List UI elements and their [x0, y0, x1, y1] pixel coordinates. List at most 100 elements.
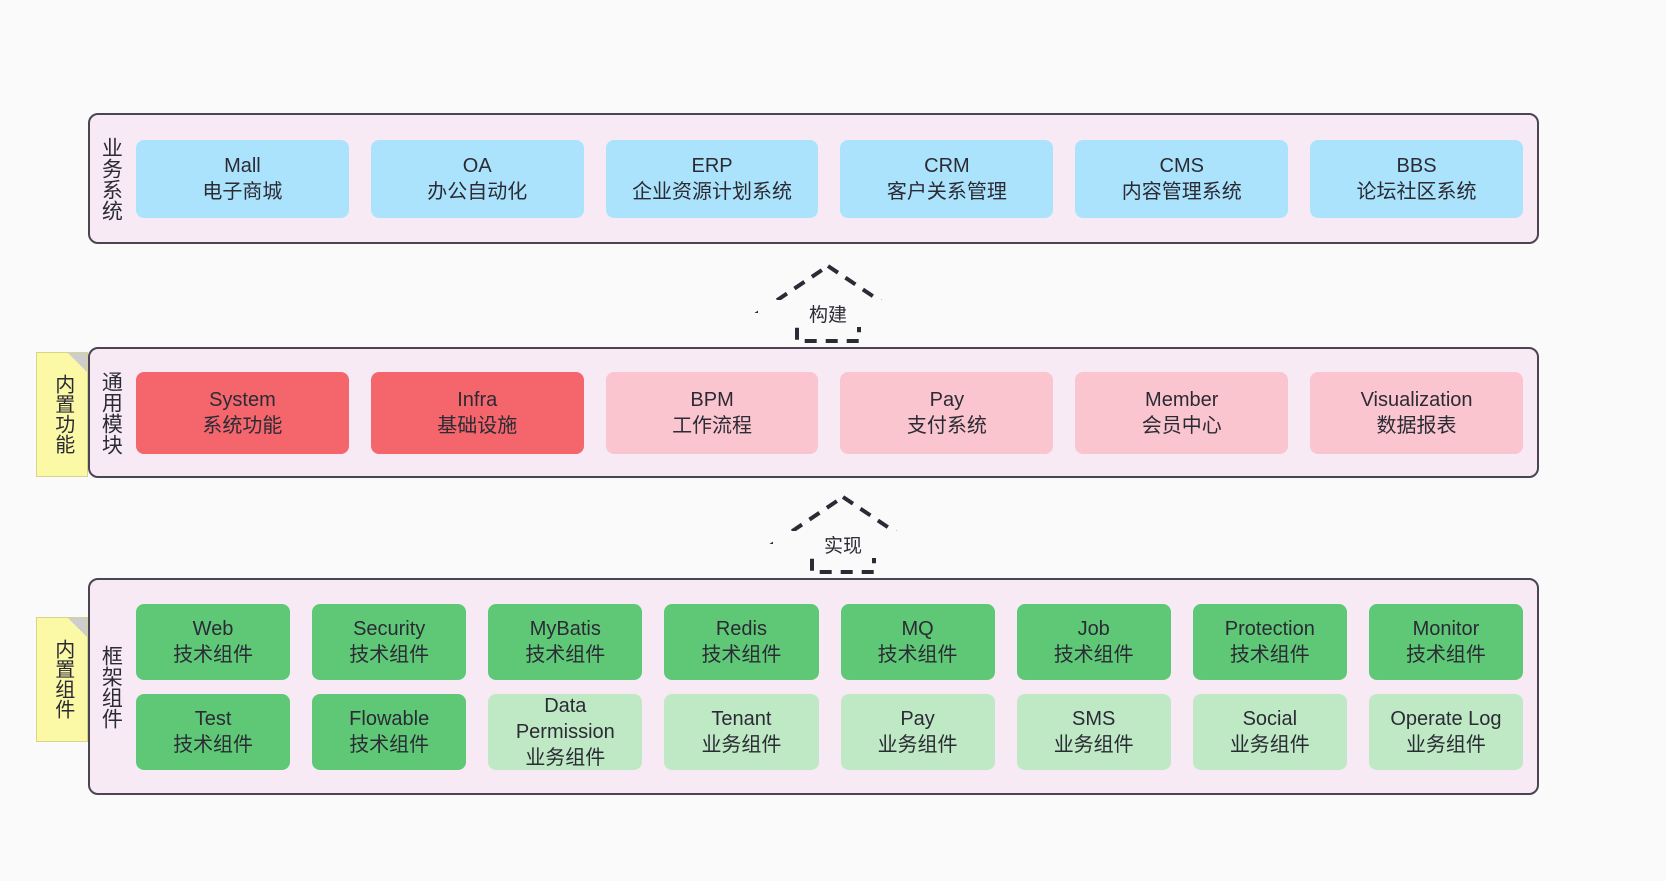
node-bpm[interactable]: BPM 工作流程	[605, 371, 819, 454]
arrow-build: 构建	[754, 263, 902, 343]
layer-body-common-module: System 系统功能 Infra 基础设施 BPM 工作流程 Pay 支付系统…	[130, 349, 1537, 476]
node-row: System 系统功能 Infra 基础设施 BPM 工作流程 Pay 支付系统…	[136, 371, 1523, 454]
node-row: Web 技术组件 Security 技术组件 MyBatis 技术组件 Redi…	[136, 603, 1523, 680]
node-subtitle: 技术组件	[701, 643, 782, 666]
node-title: Web	[192, 617, 234, 640]
node-subtitle: 技术组件	[1229, 643, 1310, 666]
note-builtin-component: 内置组件	[36, 617, 88, 742]
layer-body-framework-component: Web 技术组件 Security 技术组件 MyBatis 技术组件 Redi…	[130, 580, 1537, 793]
node-mq[interactable]: MQ 技术组件	[840, 603, 995, 680]
node-pay[interactable]: Pay 支付系统	[840, 371, 1054, 454]
node-title: Pay	[929, 388, 965, 411]
node-data-permission[interactable]: Data Permission 业务组件	[488, 693, 643, 770]
node-title: Job	[1077, 617, 1110, 640]
node-visualization[interactable]: Visualization 数据报表	[1310, 371, 1523, 454]
node-subtitle: 技术组件	[1405, 643, 1486, 666]
node-subtitle: 技术组件	[173, 643, 254, 666]
node-infra[interactable]: Infra 基础设施	[370, 371, 584, 454]
node-subtitle: 技术组件	[877, 643, 958, 666]
node-title: ERP	[691, 154, 733, 177]
node-subtitle: 支付系统	[906, 414, 987, 437]
node-crm[interactable]: CRM 客户关系管理	[840, 139, 1054, 218]
node-monitor[interactable]: Monitor 技术组件	[1368, 603, 1523, 680]
note-label: 内置组件	[51, 638, 74, 719]
layer-body-business-system: Mall 电子商城 OA 办公自动化 ERP 企业资源计划系统 CRM 客户关系…	[130, 115, 1537, 242]
node-subtitle: 内容管理系统	[1121, 180, 1242, 203]
node-cms[interactable]: CMS 内容管理系统	[1075, 139, 1289, 218]
node-title: Operate Log	[1390, 707, 1502, 730]
layer-title-common-module: 通用模块	[99, 370, 123, 455]
node-title: Redis	[715, 617, 767, 640]
node-title: Pay	[900, 707, 935, 730]
node-subtitle: 电子商城	[202, 180, 283, 203]
node-security[interactable]: Security 技术组件	[312, 603, 467, 680]
layer-framework-component: 框架组件 Web 技术组件 Security 技术组件 MyBatis 技术组件…	[88, 578, 1539, 795]
node-title: MyBatis	[529, 617, 601, 640]
node-subtitle: 业务组件	[1229, 733, 1310, 756]
node-subtitle: 基础设施	[437, 414, 518, 437]
node-pay-component[interactable]: Pay 业务组件	[840, 693, 995, 770]
node-title: Data Permission	[515, 694, 615, 743]
node-protection[interactable]: Protection 技术组件	[1192, 603, 1347, 680]
node-subtitle: 办公自动化	[427, 180, 528, 203]
node-title: Social	[1242, 707, 1298, 730]
node-subtitle: 业务组件	[1053, 733, 1134, 756]
node-subtitle: 技术组件	[525, 643, 606, 666]
node-title: BBS	[1396, 154, 1437, 177]
node-subtitle: 业务组件	[1405, 733, 1486, 756]
node-erp[interactable]: ERP 企业资源计划系统	[605, 139, 819, 218]
node-subtitle: 技术组件	[1053, 643, 1134, 666]
node-subtitle: 系统功能	[202, 414, 283, 437]
node-bbs[interactable]: BBS 论坛社区系统	[1310, 139, 1523, 218]
node-subtitle: 论坛社区系统	[1356, 180, 1477, 203]
node-subtitle: 业务组件	[701, 733, 782, 756]
note-builtin-function: 内置功能	[36, 352, 88, 477]
node-title: Flowable	[349, 707, 430, 730]
node-member[interactable]: Member 会员中心	[1075, 371, 1289, 454]
node-sms[interactable]: SMS 业务组件	[1016, 693, 1171, 770]
node-row: Mall 电子商城 OA 办公自动化 ERP 企业资源计划系统 CRM 客户关系…	[136, 139, 1523, 218]
node-subtitle: 工作流程	[672, 414, 753, 437]
node-test[interactable]: Test 技术组件	[136, 693, 291, 770]
node-system[interactable]: System 系统功能	[136, 371, 349, 454]
node-redis[interactable]: Redis 技术组件	[664, 603, 819, 680]
node-mall[interactable]: Mall 电子商城	[136, 139, 349, 218]
node-social[interactable]: Social 业务组件	[1192, 693, 1347, 770]
note-fold-corner-icon	[68, 353, 87, 372]
node-mybatis[interactable]: MyBatis 技术组件	[488, 603, 643, 680]
node-title: Protection	[1224, 617, 1315, 640]
node-job[interactable]: Job 技术组件	[1016, 603, 1171, 680]
node-subtitle: 技术组件	[349, 643, 430, 666]
node-oa[interactable]: OA 办公自动化	[370, 139, 584, 218]
node-title: Monitor	[1412, 617, 1480, 640]
node-title: Test	[194, 707, 232, 730]
node-web[interactable]: Web 技术组件	[136, 603, 291, 680]
node-title: Infra	[457, 388, 498, 411]
node-title: SMS	[1072, 707, 1116, 730]
node-title: Mall	[224, 154, 261, 177]
node-subtitle: 数据报表	[1376, 414, 1457, 437]
node-flowable[interactable]: Flowable 技术组件	[312, 693, 467, 770]
node-subtitle: 业务组件	[877, 733, 958, 756]
node-title: OA	[462, 154, 492, 177]
node-subtitle: 企业资源计划系统	[632, 180, 793, 203]
node-tenant[interactable]: Tenant 业务组件	[664, 693, 819, 770]
layer-common-module: 通用模块 System 系统功能 Infra 基础设施 BPM 工作流程 Pay…	[88, 347, 1539, 478]
node-title: Visualization	[1360, 388, 1473, 411]
node-subtitle: 技术组件	[173, 733, 254, 756]
layer-title-business-system: 业务系统	[99, 136, 123, 221]
node-subtitle: 会员中心	[1141, 414, 1222, 437]
arrow-implement: 实现	[769, 494, 917, 574]
layer-business-system: 业务系统 Mall 电子商城 OA 办公自动化 ERP 企业资源计划系统 CRM…	[88, 113, 1539, 244]
node-subtitle: 客户关系管理	[886, 180, 1007, 203]
layer-title-framework-component: 框架组件	[99, 644, 123, 729]
node-subtitle: 业务组件	[525, 746, 606, 769]
node-operate-log[interactable]: Operate Log 业务组件	[1368, 693, 1523, 770]
node-title: Security	[353, 617, 426, 640]
node-title: Member	[1145, 388, 1219, 411]
node-title: BPM	[690, 388, 734, 411]
node-title: System	[209, 388, 276, 411]
node-title: CMS	[1159, 154, 1204, 177]
node-row: Test 技术组件 Flowable 技术组件 Data Permission …	[136, 693, 1523, 770]
